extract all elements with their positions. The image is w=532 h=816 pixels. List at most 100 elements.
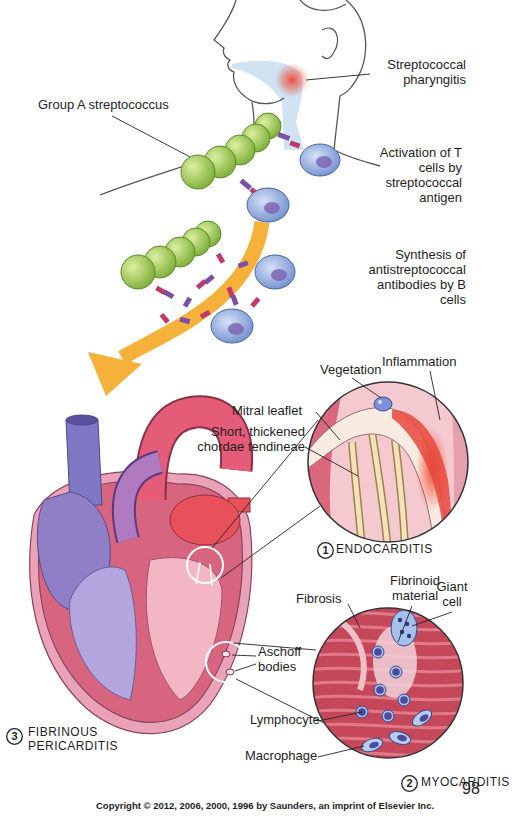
macrophage xyxy=(388,729,412,746)
muscle-fiber xyxy=(310,724,470,727)
page-number: 98 xyxy=(462,780,480,798)
leader-line xyxy=(316,412,340,440)
callout-circle: 3 xyxy=(6,728,23,745)
endocarditis-inset xyxy=(300,380,470,550)
antigen-fragment xyxy=(289,140,300,148)
shoulder-line xyxy=(100,142,250,195)
cell-nucleus xyxy=(271,269,287,281)
shoulder-line xyxy=(334,150,380,166)
leader-line xyxy=(318,746,364,757)
annotation-label: Mitral leaflet xyxy=(232,404,302,419)
callout-number: 3 xyxy=(6,728,23,745)
leader-line xyxy=(232,655,256,656)
section-heading: FIBRINOUS PERICARDITIS xyxy=(28,726,128,754)
macrophage-nucleus xyxy=(368,740,379,749)
macrophage xyxy=(410,707,435,729)
callout-circle: 2 xyxy=(401,775,418,792)
antibody xyxy=(216,253,225,264)
callout-number: 2 xyxy=(401,775,418,792)
copyright-note: Copyright © 2012, 2006, 2000, 1996 by Sa… xyxy=(96,801,526,812)
inflamed-pharynx xyxy=(275,63,309,97)
annotation-label: Short, thickened chordae tendineae xyxy=(180,425,305,455)
lymphocyte-nucleus xyxy=(392,668,400,676)
leader-line xyxy=(348,604,360,628)
callout-number: 1 xyxy=(317,542,334,559)
ear xyxy=(322,28,338,59)
lymphocyte xyxy=(390,666,402,678)
annotation-label: Vegetation xyxy=(320,363,381,378)
antibody xyxy=(238,260,249,268)
progression-arrowhead xyxy=(88,352,142,396)
antibody xyxy=(200,310,211,319)
leader-line xyxy=(305,447,358,476)
vegetation xyxy=(374,397,392,411)
callout-circle-shape xyxy=(318,543,334,559)
inflammation xyxy=(392,410,451,550)
section-heading: ENDOCARDITIS xyxy=(336,543,433,557)
left-ventricle xyxy=(146,558,222,700)
myocarditis-inset xyxy=(310,608,470,758)
antibody xyxy=(183,297,192,308)
left-atrium xyxy=(170,495,240,545)
lymphocyte-nucleus xyxy=(376,686,384,694)
pericardium xyxy=(30,471,252,733)
lymphocyte xyxy=(382,710,394,722)
leader-line xyxy=(112,116,192,158)
aschoff-body xyxy=(222,651,230,657)
annotation-label: Group A streptococcus xyxy=(38,98,169,113)
annotation-label: Aschoff bodies xyxy=(258,645,318,675)
t-cell xyxy=(247,188,289,222)
face-profile xyxy=(214,0,284,104)
antigen-fragment xyxy=(239,179,251,191)
leader-line xyxy=(398,606,412,642)
mitral-highlight-circle xyxy=(187,547,223,583)
b-cell xyxy=(211,309,253,343)
progression-arrow xyxy=(122,222,262,358)
lymphocyte-nucleus xyxy=(374,648,382,656)
annotation-label: Lymphocyte xyxy=(250,713,320,728)
annotation-label: Macrophage xyxy=(245,749,317,764)
antibody xyxy=(250,297,260,308)
antibody xyxy=(230,295,238,306)
macrophage-nucleus xyxy=(396,734,407,742)
chordae-outline xyxy=(395,440,405,550)
annotation-label: Synthesis of antistreptococcal antibodie… xyxy=(356,248,466,308)
leader-line xyxy=(235,664,256,671)
callout-circle: 1 xyxy=(317,542,334,559)
streptococcus-coccus xyxy=(121,255,155,289)
pulmonary-artery xyxy=(124,462,160,540)
lymphocyte xyxy=(398,694,410,706)
leader-line xyxy=(430,371,440,420)
right-ventricle xyxy=(70,567,137,700)
lymphocyte xyxy=(372,646,384,658)
giant-cell-nucleus xyxy=(398,618,402,622)
antibody xyxy=(163,290,174,299)
t-cell xyxy=(300,144,340,176)
annotation-label: Streptococcal pharyngitis xyxy=(362,58,466,88)
myocardium-highlight-circle xyxy=(206,642,246,682)
lymphocyte-nucleus xyxy=(384,712,392,720)
leader-line xyxy=(318,712,362,721)
ventricle-wall xyxy=(450,380,470,550)
antibody xyxy=(204,274,215,284)
macrophage xyxy=(360,736,385,755)
leader-line xyxy=(412,612,452,626)
giant-cell-nucleus xyxy=(407,634,411,638)
vegetation-highlight xyxy=(378,400,382,404)
antibody-group xyxy=(155,253,260,325)
zoom-line xyxy=(221,506,320,578)
vessel-opening xyxy=(66,415,98,425)
inset-border xyxy=(313,608,463,758)
leader-line xyxy=(306,74,370,80)
annotation-label: Giant cell xyxy=(430,580,474,610)
lymphocyte xyxy=(374,684,386,696)
hair-line xyxy=(300,0,346,10)
b-cell xyxy=(255,255,295,289)
chordae-tendineae xyxy=(395,440,405,550)
annotation-label: Fibrosis xyxy=(296,592,342,607)
annotation-label: Activation of T cells by streptococcal a… xyxy=(370,146,462,206)
callout-circle-shape xyxy=(402,776,418,792)
streptococcus-coccus xyxy=(181,155,215,189)
aschoff-body xyxy=(226,669,234,675)
